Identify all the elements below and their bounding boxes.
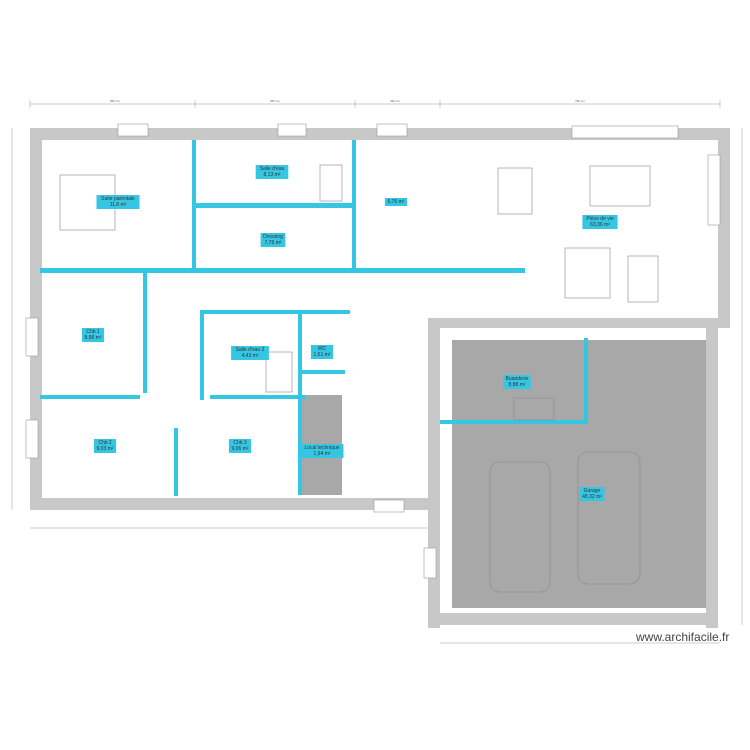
room-name: Salle d'eau 2 bbox=[236, 347, 265, 353]
room-name: WC bbox=[318, 346, 327, 352]
room-name: Chb 3 bbox=[233, 440, 247, 446]
room-name: Dressing bbox=[263, 234, 283, 240]
room-area: 11,8 m² bbox=[110, 202, 127, 208]
room-label: Chb 29,03 m² bbox=[93, 439, 117, 453]
room-name: Salle d'eau bbox=[260, 166, 285, 172]
watermark: www.archifacile.fr bbox=[636, 630, 730, 644]
room-area: 1,94 m² bbox=[314, 451, 331, 457]
room-area: 7,76 m² bbox=[265, 240, 282, 246]
room-area: 8,96 m² bbox=[85, 335, 102, 341]
furniture bbox=[59, 164, 659, 593]
dimension-lines bbox=[11, 100, 743, 644]
room-area: 9,06 m² bbox=[232, 446, 249, 452]
room-label: Salle d'eau 24,43 m² bbox=[231, 346, 269, 360]
room-name: Pièce de vie bbox=[586, 216, 613, 222]
room-name: Garage bbox=[584, 488, 601, 494]
room-label: Chb 39,06 m² bbox=[228, 439, 252, 453]
room-area: 9,03 m² bbox=[97, 446, 114, 452]
room-area: 8,88 m² bbox=[509, 382, 526, 388]
room-area: 4,43 m² bbox=[242, 353, 259, 359]
interior-partitions bbox=[40, 140, 588, 496]
room-label: Chb 18,96 m² bbox=[81, 328, 105, 342]
dimension-texts: 850 cm 665 cm 360 cm 790 cm bbox=[110, 99, 585, 103]
room-area: 1,61 m² bbox=[314, 352, 331, 358]
room-area: 63,36 m² bbox=[590, 222, 610, 228]
room-label: 6,76 m² bbox=[384, 198, 408, 206]
svg-text:360 cm: 360 cm bbox=[390, 99, 400, 103]
room-area: 48,32 m² bbox=[582, 494, 602, 500]
room-name: Suite parentale bbox=[101, 196, 135, 202]
room-name: Buanderie bbox=[506, 376, 529, 382]
windows bbox=[25, 123, 721, 579]
room-name: Chb 1 bbox=[86, 329, 100, 335]
garage-floor bbox=[452, 340, 706, 608]
room-name: Chb 2 bbox=[98, 440, 112, 446]
room-name: Local technique bbox=[304, 445, 339, 451]
svg-text:665 cm: 665 cm bbox=[270, 99, 280, 103]
room-area: 6,76 m² bbox=[388, 199, 405, 205]
room-label: WC1,61 m² bbox=[310, 345, 334, 359]
svg-text:790 cm: 790 cm bbox=[575, 99, 585, 103]
room-area: 8,13 m² bbox=[264, 172, 281, 178]
svg-text:850 cm: 850 cm bbox=[110, 99, 120, 103]
